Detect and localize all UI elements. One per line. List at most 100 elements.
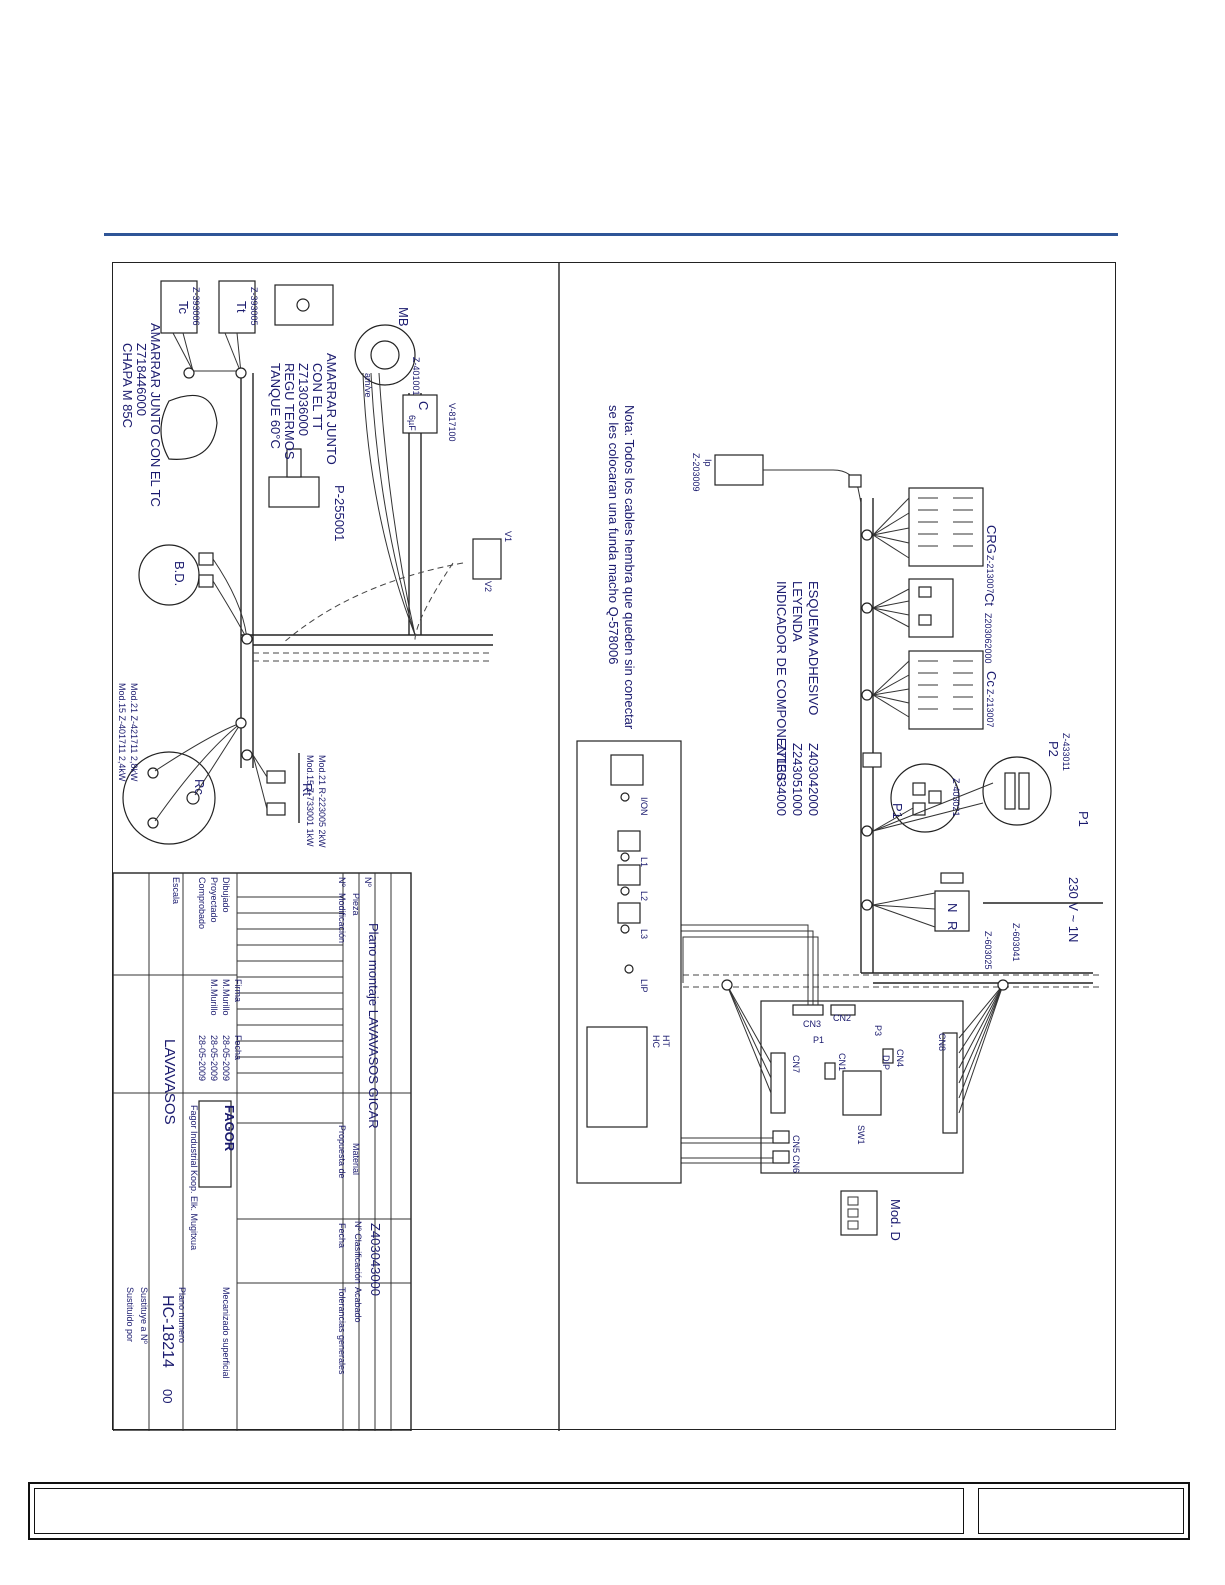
schematic-sheet: .ln { stroke:#333; stroke-width:1; fill:…	[112, 262, 1116, 1431]
tt-thermostat: Tt Z-393005	[218, 280, 259, 334]
l2-label: L2	[639, 891, 649, 901]
n-label: N	[945, 903, 960, 912]
legend-title-3: INDICADOR DE COMPONENTES	[774, 581, 789, 781]
legend-code-1: Z403042000	[806, 743, 821, 816]
note-tt-1: AMARRAR JUNTO	[324, 353, 339, 465]
lip-label: LIP	[639, 979, 649, 993]
regulator-thermostat	[274, 284, 334, 326]
tb-plano-title: Plano montaje LAVAVASOS GICAR	[366, 923, 381, 1129]
tb-fecha-1: 28-05-2009	[221, 1035, 231, 1081]
rt-label: Rt	[300, 783, 315, 796]
tc-label: Tc	[176, 301, 191, 315]
mod-d-label: Mod. D	[888, 1199, 903, 1241]
crg-code: Z-213007	[985, 555, 995, 594]
tb-fecha-h: Fecha	[337, 1223, 347, 1248]
seven-segment-display	[586, 1026, 648, 1128]
tb-plano-num-label: Plano numero	[177, 1287, 187, 1343]
p2-label: P2	[1046, 741, 1061, 757]
mb-motor: MB Z-401001	[354, 307, 421, 396]
tb-num-2: Nº	[337, 877, 347, 887]
cc-connector: Cc Z-213007	[908, 650, 999, 730]
tb-propuesta: Propuesta de	[337, 1125, 347, 1179]
ct-label: Ct	[982, 593, 997, 606]
ht-label: HT	[661, 1035, 671, 1047]
tc-code: Z-393006	[191, 287, 201, 326]
cn2-label: CN2	[833, 1013, 851, 1023]
c-value: 6µF	[407, 415, 417, 431]
p1-label-2: P1	[1076, 811, 1091, 827]
tb-sustituido: Sustituido por	[125, 1287, 135, 1342]
ct-code: Z203062000	[983, 613, 993, 664]
cn5-label: CN5	[791, 1135, 801, 1153]
tt-code: Z-393005	[249, 287, 259, 326]
note-tt-5: TANQUE 60°C	[268, 363, 283, 449]
cn1-label: CN1	[837, 1053, 847, 1071]
tb-firma-2: M.Murillo	[209, 979, 219, 1016]
tb-dibujado: Dibujado	[221, 877, 231, 913]
tb-fecha: Fecha	[233, 1035, 243, 1060]
sw1-dip	[842, 1070, 882, 1116]
nr-code-2: Z-603025	[983, 931, 993, 970]
note-tt-4: REGU TERMOS	[282, 363, 297, 460]
tb-fecha-3: 28-05-2009	[197, 1035, 207, 1081]
cc-label: Cc	[984, 671, 999, 687]
tc-thermostat: Tc Z-393006	[160, 280, 201, 334]
cn4-label: CN4	[895, 1049, 905, 1067]
legend-code-2: Z243051000	[790, 743, 805, 816]
l3-label: L3	[639, 929, 649, 939]
l1-label: L1	[639, 857, 649, 867]
note-line-2: se les colocaran una funda macho Q-57800…	[606, 405, 621, 664]
title-block: Nº Plano montaje LAVAVASOS GICAR Pieza M…	[113, 872, 412, 1431]
note-tc-1: AMARRAR JUNTO CON EL TC	[148, 323, 163, 507]
legend-title-2: LEYENDA	[790, 581, 805, 642]
dip-label: DIP	[881, 1055, 891, 1070]
crg-wires	[872, 497, 910, 559]
footer-page-box	[978, 1488, 1184, 1534]
ion-label: I/ON	[639, 797, 649, 816]
ip-probe: Ip Z-203009	[691, 453, 862, 504]
mb-label: MB	[396, 307, 411, 327]
rt-mod-1: Mod.21 R-223005 2kW	[317, 755, 327, 848]
v1-label: V1	[503, 531, 513, 542]
sw1-label: SW1	[856, 1125, 866, 1145]
fagor-logo: FAGOR	[222, 1105, 237, 1152]
thermo-disc	[160, 394, 218, 460]
tb-modificacion: Modificación	[337, 893, 347, 943]
tb-firma: Firma	[233, 979, 243, 1002]
amve-label: am/ve	[363, 373, 373, 398]
nr-code-1: Z-603041	[1011, 923, 1021, 962]
tb-sustituye: Sustituye a Nº	[139, 1287, 149, 1345]
cc-code: Z-213007	[985, 689, 995, 728]
v2-label: V2	[483, 581, 493, 592]
display-panel: I/ON L1 L2 L3 LIP HC HT	[576, 740, 682, 1184]
tb-mecanizado: Mecanizado superficial	[221, 1287, 231, 1379]
ct-connector: Ct Z203062000	[908, 578, 997, 664]
tt-label: Tt	[234, 301, 249, 313]
mb-code: Z-401001	[411, 357, 421, 396]
tb-proyectado: Proyectado	[209, 877, 219, 923]
page-footer	[28, 1482, 1190, 1540]
tb-tolerancias: Tolerancias generales	[337, 1287, 347, 1375]
bd-label: B.D.	[172, 561, 187, 586]
rt-resistor: Rt Mod.21 R-223005 2kW Mod.15 Z-733001 1…	[266, 753, 327, 848]
hc-label: HC	[651, 1035, 661, 1048]
p2-code: Z-433011	[1061, 733, 1071, 771]
legend-title-1: ESQUEMA ADHESIVO	[806, 581, 821, 715]
note-tc-3: CHAPA M 85C	[120, 343, 135, 428]
c-code: V-817100	[447, 403, 457, 442]
p3-label: P3	[873, 1025, 883, 1036]
ip-code: Z-203009	[691, 453, 701, 492]
rc-mod-1: Mod.21 Z-421711 2,8kW	[129, 683, 139, 782]
p-code: P-255001	[332, 485, 347, 541]
p1-switch: P1 Z-403021	[890, 763, 961, 833]
supply-label: 230 V ~ 1N	[1066, 877, 1081, 942]
rc-mod-2: Mod.15 Z-401711 2,4kW	[117, 683, 127, 782]
power-button-icon	[610, 754, 644, 786]
tb-clasif-label: Nº Clasificación	[353, 1221, 363, 1284]
footer-main-box	[34, 1488, 964, 1534]
tb-num: Nº	[363, 877, 373, 887]
cn6-label: CN6	[791, 1155, 801, 1173]
pressure-switch: P-255001	[268, 448, 347, 541]
nr-terminal: N R Z-603041 Z-603025	[934, 872, 1021, 970]
mod-d-switch: Mod. D	[840, 1190, 903, 1241]
